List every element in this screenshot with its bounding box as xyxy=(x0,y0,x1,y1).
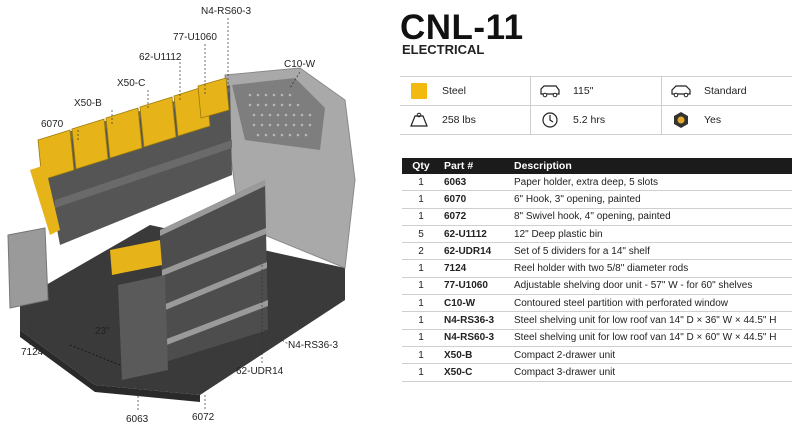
header-description: Description xyxy=(510,158,792,174)
spec-hardware: Yes xyxy=(661,106,792,134)
install-time-icon xyxy=(539,111,561,129)
product-title: CNL-11 xyxy=(400,8,524,47)
row-qty: 1 xyxy=(402,363,440,382)
header-qty: Qty xyxy=(402,158,440,174)
callout-6070: 6070 xyxy=(41,119,64,130)
spec-weight-label: 258 lbs xyxy=(442,114,476,126)
row-part-number: 6072 xyxy=(440,208,510,226)
row-description: Steel shelving unit for low roof van 14"… xyxy=(510,311,792,330)
callout-7124: 7124 xyxy=(21,347,44,358)
row-part-number: N4-RS36-3 xyxy=(440,311,510,330)
spec-material-label: Steel xyxy=(442,85,466,97)
product-subtitle: ELECTRICAL xyxy=(402,42,485,57)
row-part-number: 62-U1112 xyxy=(440,225,510,244)
weight-icon xyxy=(408,111,430,129)
callout-62-u1112: 62-U1112 xyxy=(139,52,182,63)
row-part-number: 62-UDR14 xyxy=(440,242,510,261)
callout-62-udr14: 62-UDR14 xyxy=(236,366,284,377)
callout-n4-rs36-3: N4-RS36-3 xyxy=(288,340,339,351)
spec-wheelbase: 115" xyxy=(530,77,661,105)
spec-roof-label: Standard xyxy=(704,85,747,97)
van-length-icon xyxy=(539,82,561,100)
header-part-number: Part # xyxy=(440,158,510,174)
row-part-number: 7124 xyxy=(440,259,510,278)
row-qty: 1 xyxy=(402,346,440,365)
row-description: Paper holder, extra deep, 5 slots xyxy=(510,174,792,192)
row-part-number: X50-B xyxy=(440,346,510,365)
callout-c10-w: C10-W xyxy=(284,59,316,70)
spec-wheelbase-label: 115" xyxy=(573,85,594,97)
row-description: Reel holder with two 5/8" diameter rods xyxy=(510,259,792,278)
callout-6072: 6072 xyxy=(192,412,215,423)
spec-roof: Standard xyxy=(661,77,792,105)
van-roof-icon xyxy=(670,82,692,100)
row-qty: 1 xyxy=(402,174,440,192)
row-description: Set of 5 dividers for a 14" shelf xyxy=(510,242,792,261)
row-qty: 5 xyxy=(402,225,440,244)
spec-weight: 258 lbs xyxy=(400,106,530,134)
parts-table-header: Qty Part # Description xyxy=(402,158,792,174)
product-info-panel: CNL-11 ELECTRICAL Steel 115" Standard xyxy=(400,0,792,433)
row-part-number: 6063 xyxy=(440,174,510,192)
spec-install-time-label: 5.2 hrs xyxy=(573,114,606,126)
row-qty: 1 xyxy=(402,190,440,209)
row-qty: 2 xyxy=(402,242,440,261)
row-description: Steel shelving unit for low roof van 14"… xyxy=(510,329,792,347)
row-description: 8" Swivel hook, 4" opening, painted xyxy=(510,208,792,226)
row-qty: 1 xyxy=(402,329,440,347)
row-qty: 1 xyxy=(402,311,440,330)
row-description: Contoured steel partition with perforate… xyxy=(510,294,792,313)
van-shelving-drawing xyxy=(7,18,356,412)
spec-row: Steel 115" Standard xyxy=(400,76,792,105)
van-interior-illustration: N4-RS60-3 77-U1060 62-U1112 C10-W X50-C … xyxy=(0,0,392,433)
row-qty: 1 xyxy=(402,294,440,313)
callout-dim-23: 23" xyxy=(95,326,110,337)
callout-x50-c: X50-C xyxy=(117,78,146,89)
row-description: 12" Deep plastic bin xyxy=(510,225,792,244)
row-qty: 1 xyxy=(402,277,440,296)
spec-grid: Steel 115" Standard 258 lbs xyxy=(400,76,792,135)
spec-install-time: 5.2 hrs xyxy=(530,106,661,134)
spec-row: 258 lbs 5.2 hrs Yes xyxy=(400,105,792,135)
row-description: 6" Hook, 3" opening, painted xyxy=(510,190,792,209)
row-description: Adjustable shelving door unit - 57" W - … xyxy=(510,277,792,296)
hardware-bolt-icon xyxy=(670,111,692,129)
row-qty: 1 xyxy=(402,259,440,278)
row-qty: 1 xyxy=(402,208,440,226)
row-part-number: C10-W xyxy=(440,294,510,313)
row-part-number: 6070 xyxy=(440,190,510,209)
spec-hardware-label: Yes xyxy=(704,114,722,126)
steel-swatch-icon xyxy=(408,82,430,100)
row-part-number: N4-RS60-3 xyxy=(440,329,510,347)
row-description: Compact 2-drawer unit xyxy=(510,346,792,365)
row-description: Compact 3-drawer unit xyxy=(510,363,792,382)
spec-material: Steel xyxy=(400,77,530,105)
row-part-number: 77-U1060 xyxy=(440,277,510,296)
callout-6063: 6063 xyxy=(126,414,149,425)
row-part-number: X50-C xyxy=(440,363,510,382)
callout-n4-rs60-3: N4-RS60-3 xyxy=(201,6,252,17)
callout-77-u1060: 77-U1060 xyxy=(173,32,217,43)
callout-x50-b: X50-B xyxy=(74,98,102,109)
